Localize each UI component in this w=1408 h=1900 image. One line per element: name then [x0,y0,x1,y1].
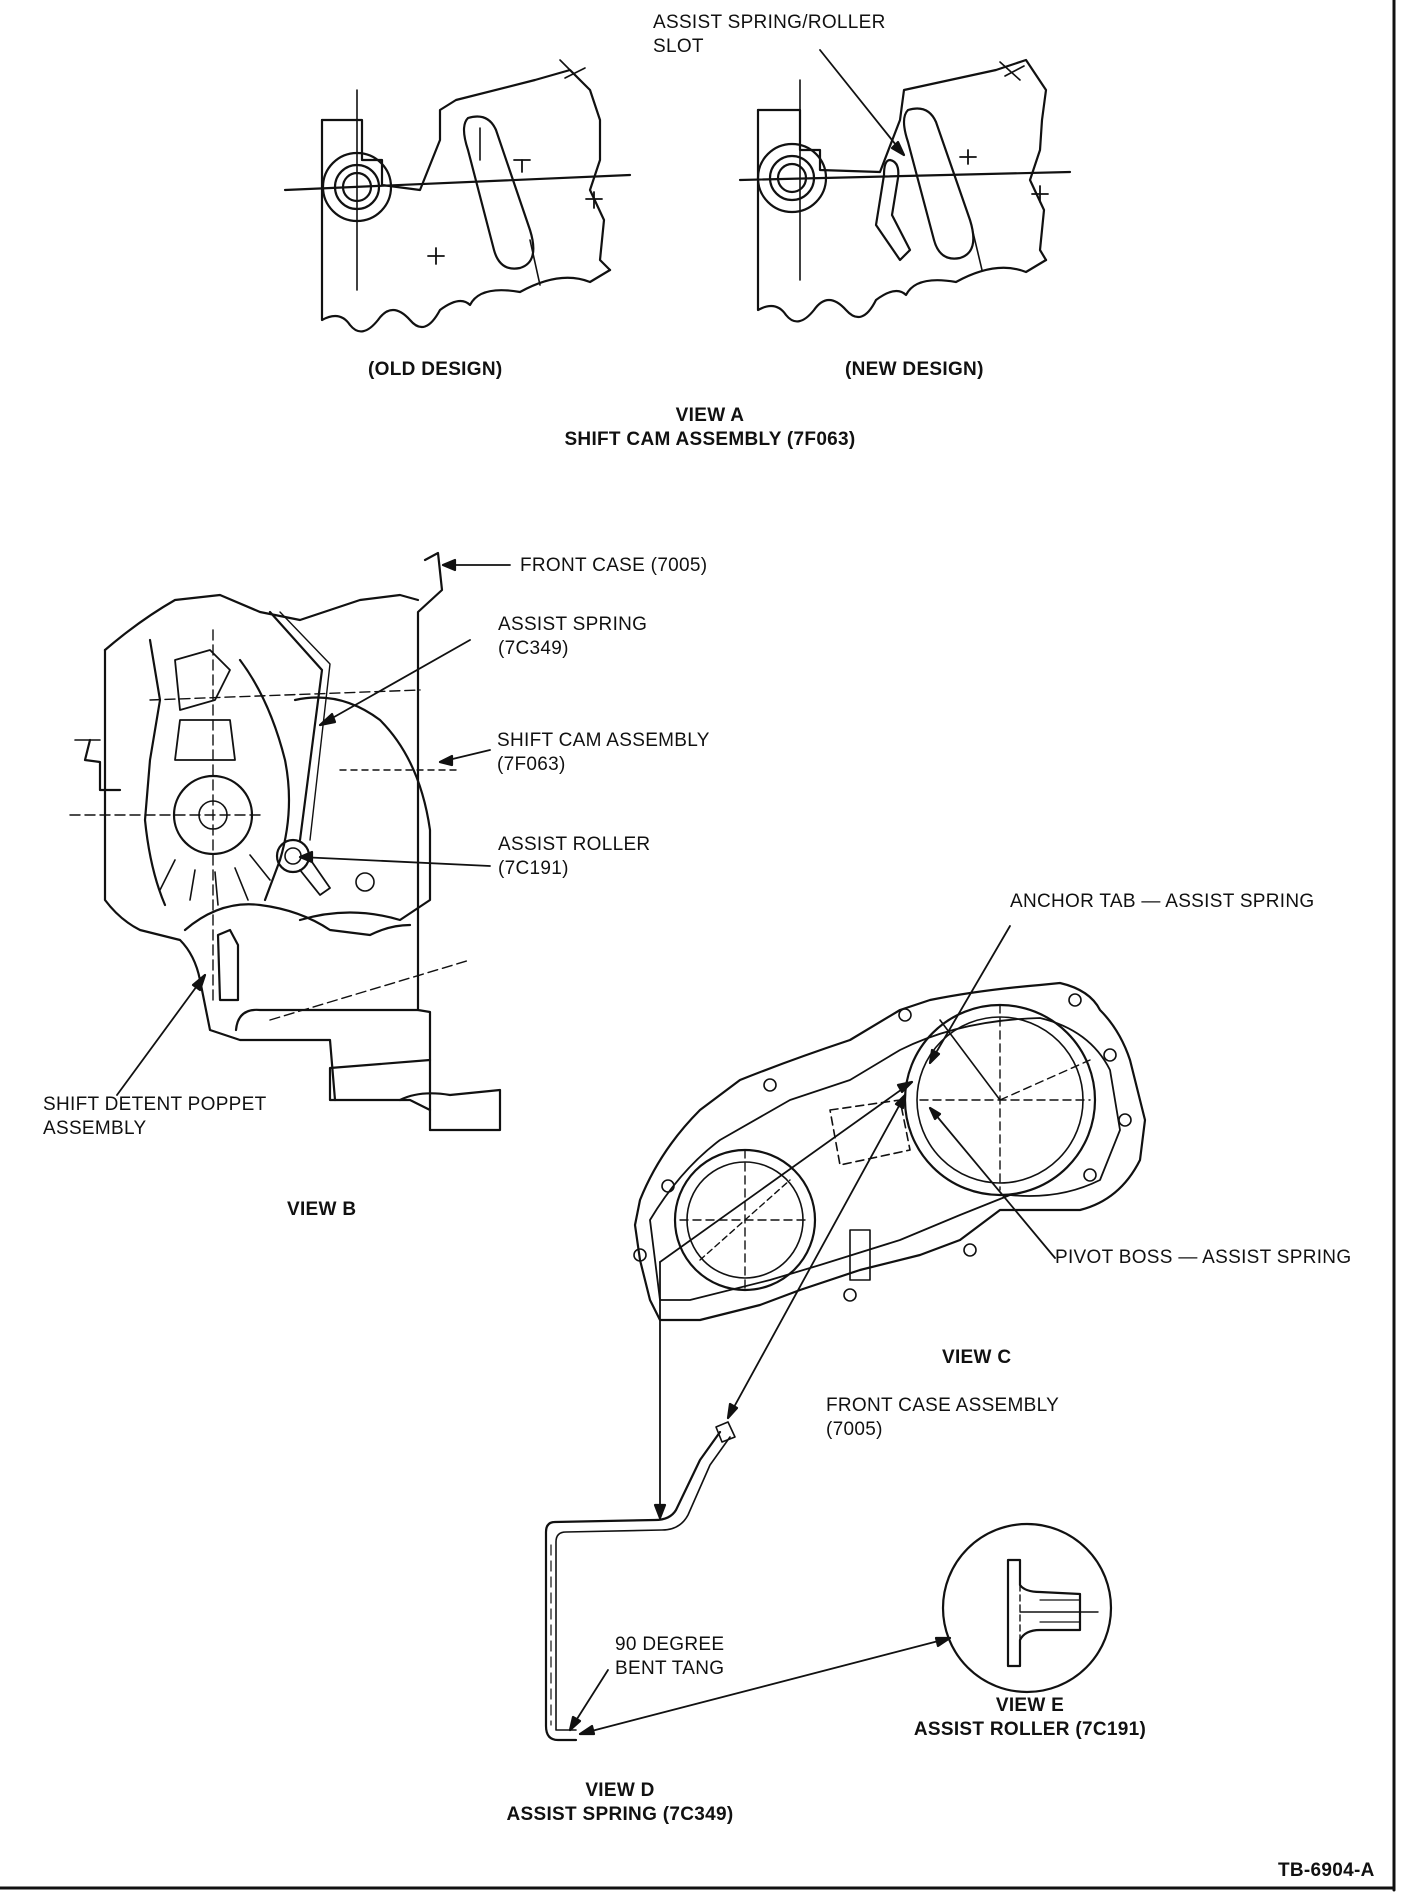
slot-callout-line1: ASSIST SPRING/ROLLER [653,12,886,33]
assist-roller-label-line1: ASSIST ROLLER [498,834,651,855]
tang-label-line1: 90 DEGREE [615,1634,725,1655]
view-a-old-design-drawing [283,59,632,333]
new-design-label: (NEW DESIGN) [845,359,984,380]
view-a-subtitle: SHIFT CAM ASSEMBLY (7F063) [564,429,856,450]
view-c-drawing [633,925,1147,1322]
shift-cam-label-line1: SHIFT CAM ASSEMBLY [497,730,710,751]
shift-cam-label-line2: (7F063) [497,754,566,775]
view-e-drawing [578,1522,1113,1736]
front-case-label: FRONT CASE (7005) [520,555,708,576]
pivot-boss-label: PIVOT BOSS — ASSIST SPRING [1055,1247,1352,1268]
view-b-drawing [69,551,511,1132]
poppet-label-line1: SHIFT DETENT POPPET [43,1094,267,1115]
view-c-caption-line2: (7005) [826,1419,883,1440]
anchor-tab-label: ANCHOR TAB — ASSIST SPRING [1010,891,1315,912]
old-design-label: (OLD DESIGN) [368,359,503,380]
figure-id: TB-6904-A [1278,1860,1375,1881]
view-d-drawing [544,1080,914,1742]
assist-spring-label-line1: ASSIST SPRING [498,614,648,635]
poppet-label-line2: ASSEMBLY [43,1118,147,1139]
view-e-subtitle: ASSIST ROLLER (7C191) [913,1719,1147,1740]
assist-spring-label-line2: (7C349) [498,638,569,659]
tang-label-line2: BENT TANG [615,1658,725,1679]
view-d-title: VIEW D [585,1780,655,1801]
assist-roller-label-line2: (7C191) [498,858,569,879]
view-e-title: VIEW E [995,1695,1065,1716]
view-a-new-design-drawing [738,49,1072,323]
view-a-title: VIEW A [675,405,745,426]
slot-callout-line2: SLOT [653,36,704,57]
view-d-subtitle: ASSIST SPRING (7C349) [506,1804,734,1825]
view-b-title: VIEW B [287,1199,357,1220]
view-c-title: VIEW C [942,1347,1012,1368]
view-c-caption-line1: FRONT CASE ASSEMBLY [826,1395,1060,1416]
